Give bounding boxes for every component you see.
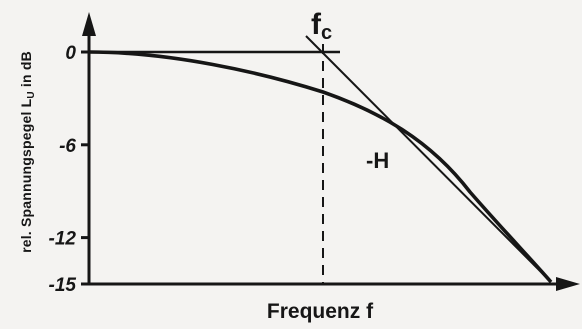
y-axis-arrow xyxy=(82,12,96,36)
y-tick-label: 0 xyxy=(65,43,76,64)
x-axis-label: Frequenz f xyxy=(267,300,374,323)
y-axis-label: rel. Spannungspegel LU in dB xyxy=(18,51,37,253)
cutoff-label-main: f xyxy=(311,8,322,41)
y-axis-label-main: rel. Spannungspegel L xyxy=(18,98,34,253)
y-ticks: 0 -6 -12 -15 xyxy=(49,43,89,296)
y-tick-label: -6 xyxy=(59,136,76,157)
asymptote-rolloff xyxy=(305,35,552,283)
y-axis-label-unit: in dB xyxy=(18,51,34,91)
curve-label: -H xyxy=(366,148,389,173)
y-tick-label: -15 xyxy=(49,275,77,296)
response-curve xyxy=(88,50,553,284)
cutoff-label-sub: c xyxy=(321,22,332,44)
cutoff-label: fc xyxy=(311,8,332,44)
y-axis-label-sub: U xyxy=(26,91,37,98)
axes xyxy=(82,12,580,291)
x-axis-arrow xyxy=(556,277,580,291)
y-tick-label: -12 xyxy=(49,229,77,250)
